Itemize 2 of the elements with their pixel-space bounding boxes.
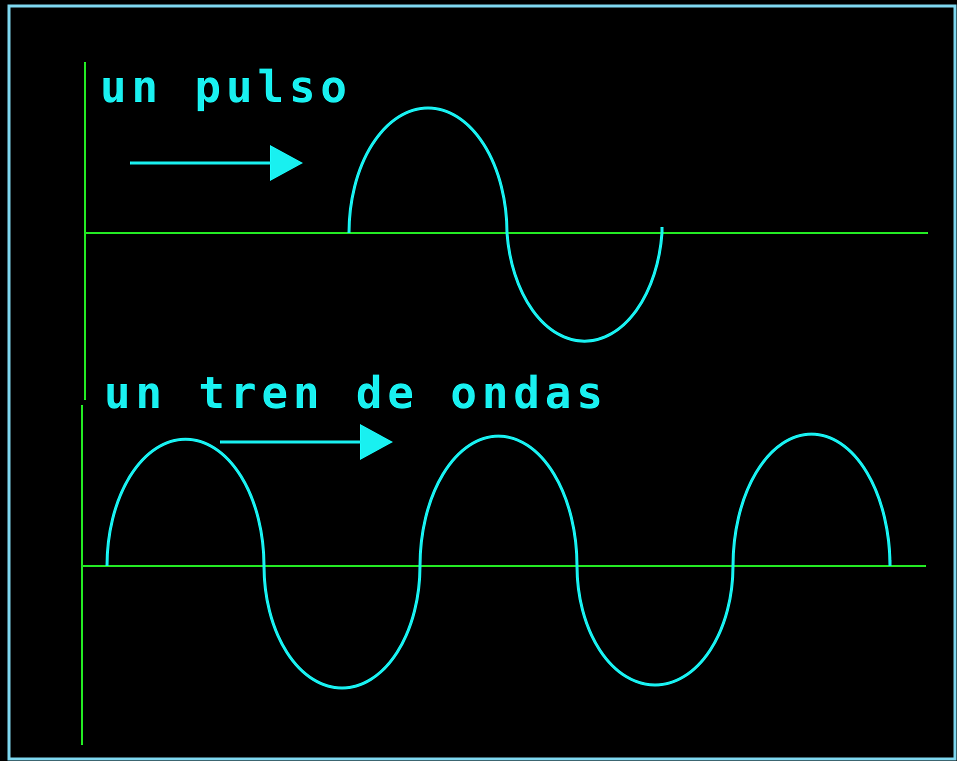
wave-label: un pulso bbox=[100, 66, 352, 110]
wave-label: un tren de ondas bbox=[104, 372, 608, 416]
